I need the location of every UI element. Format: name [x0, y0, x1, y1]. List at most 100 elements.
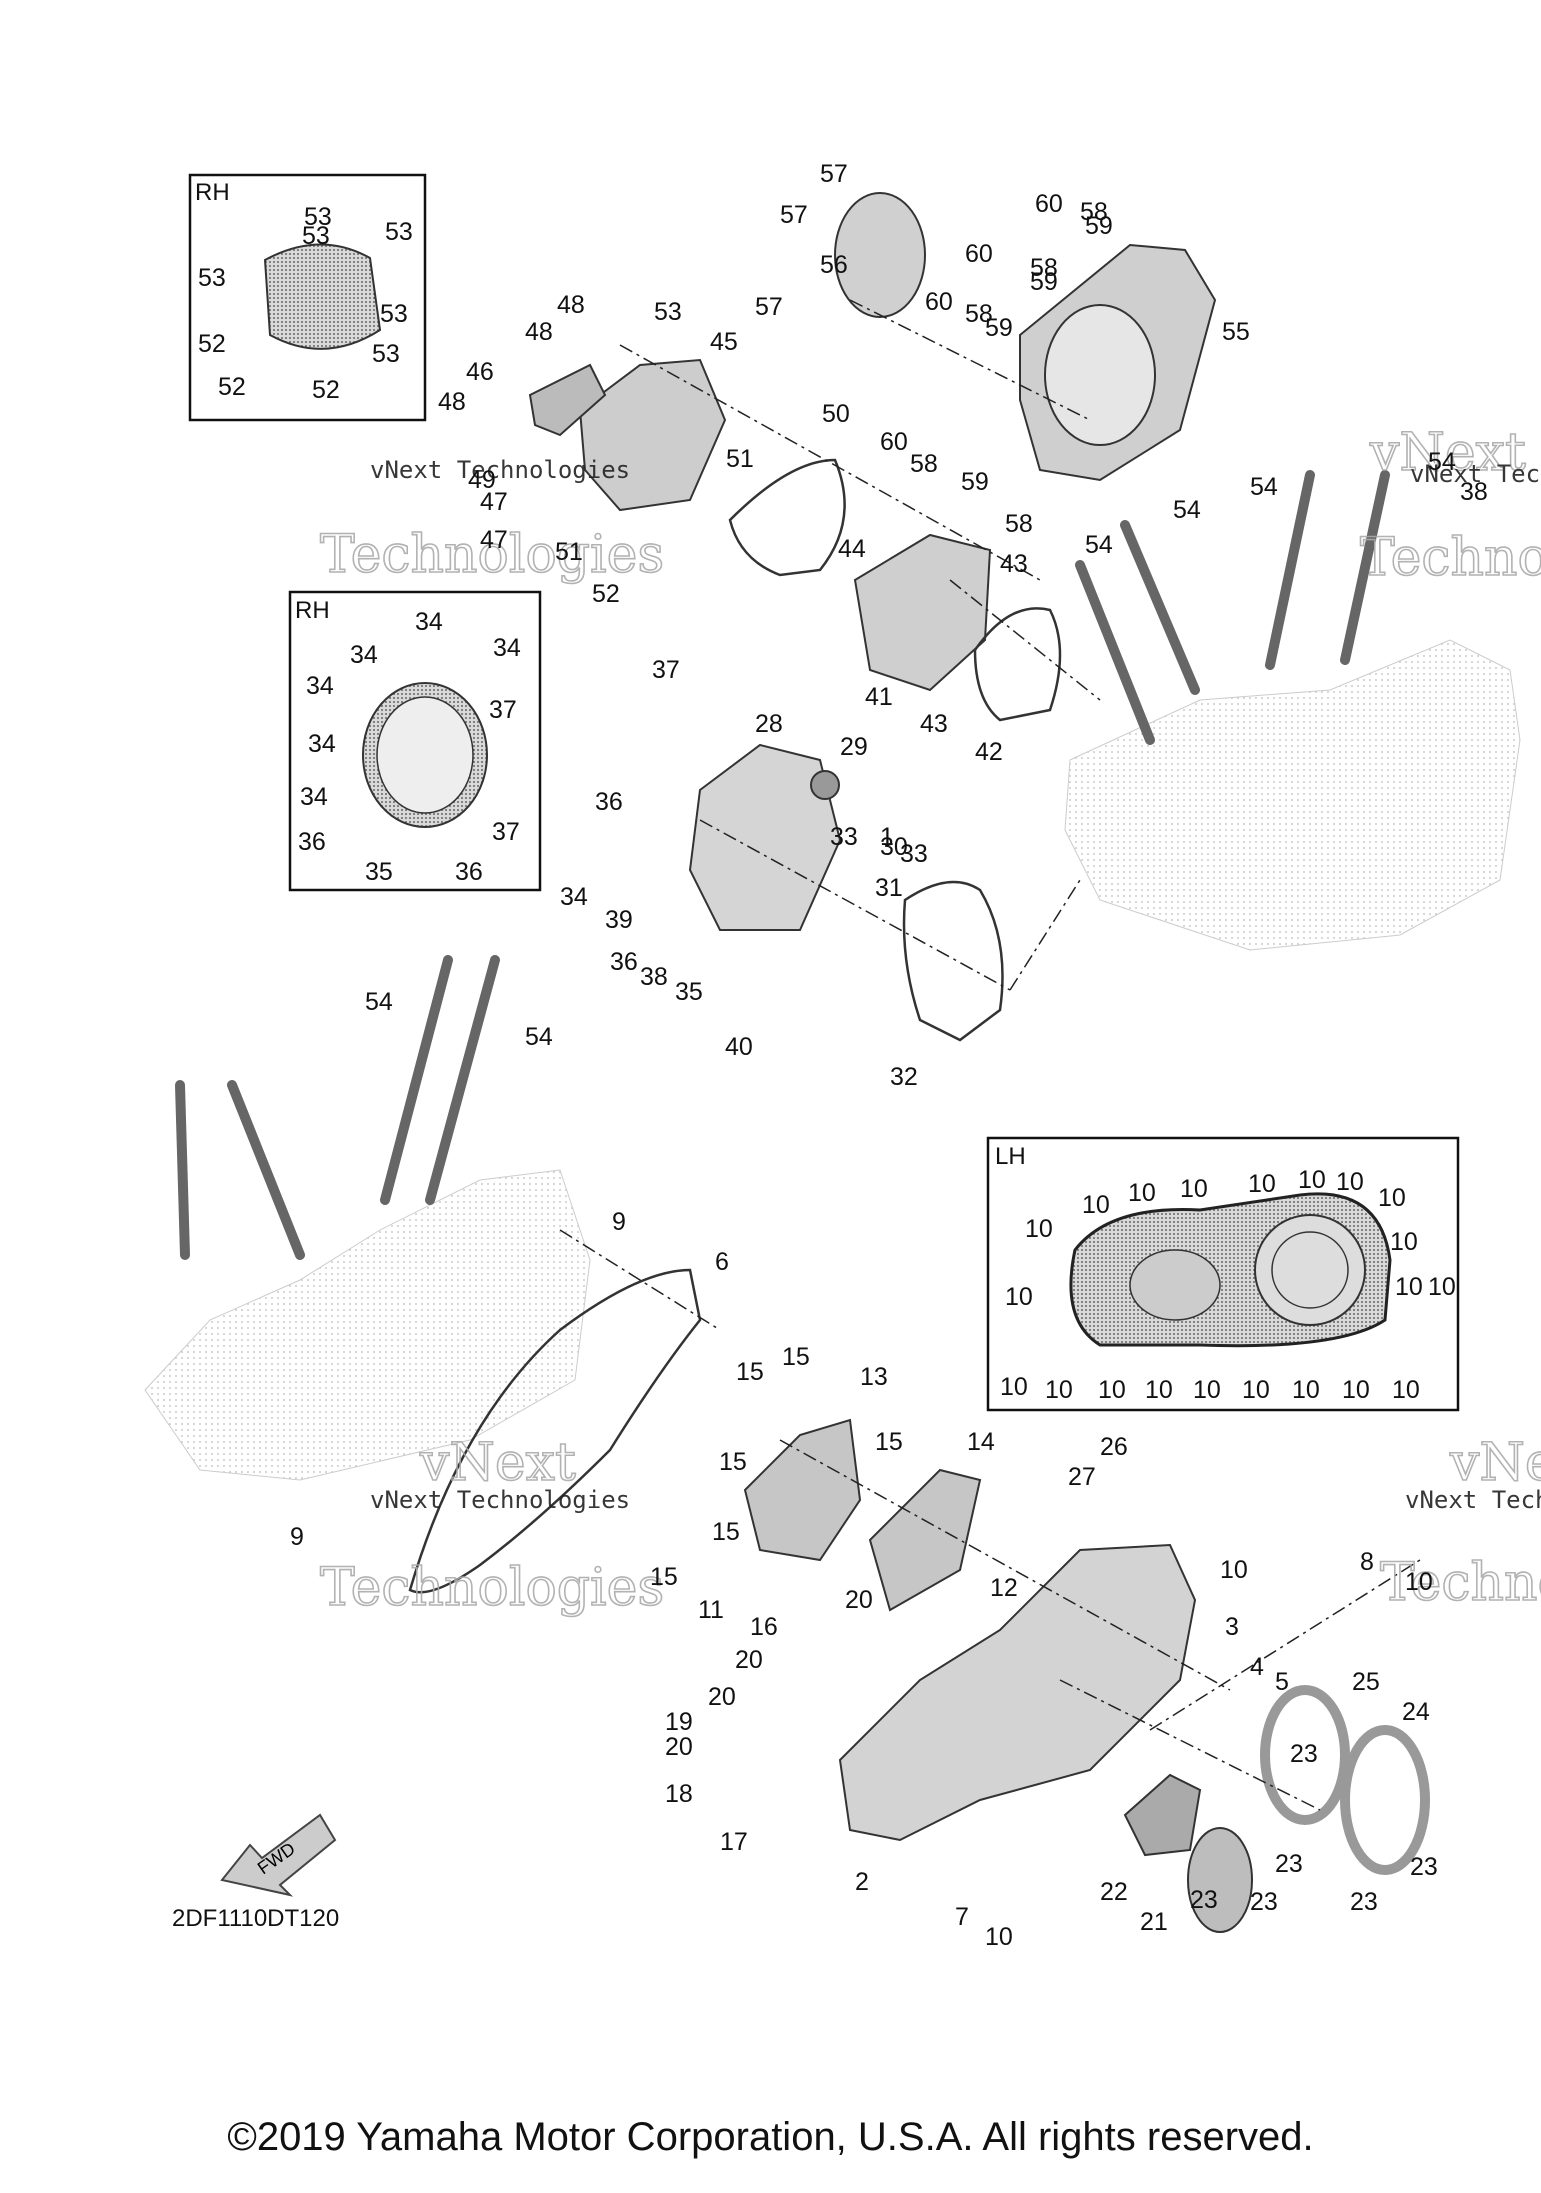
callout-number: 58	[1005, 510, 1033, 538]
callout-number: 18	[665, 1780, 693, 1808]
inset-callout-number: 53	[380, 300, 408, 328]
inset-callout-number: 53	[304, 203, 332, 231]
callout-number: 59	[1085, 212, 1113, 240]
inset-rh-clutch-cover: RH	[288, 590, 542, 892]
inset-title: RH	[295, 597, 330, 624]
callout-number: 59	[961, 468, 989, 496]
inset-callout-number: 10	[1145, 1376, 1173, 1404]
gaskets	[408, 458, 1062, 1594]
watermark-outline: vNext	[1449, 1433, 1541, 1493]
inset-callout-number: 10	[1000, 1373, 1028, 1401]
copyright-notice: ©2019 Yamaha Motor Corporation, U.S.A. A…	[227, 2115, 1314, 2159]
callout-number: 51	[555, 538, 583, 566]
callout-number: 58	[1030, 254, 1058, 282]
inset-callout-number: 10	[1045, 1376, 1073, 1404]
watermarks: vNext Technologies Technologies vNext Te…	[319, 422, 1541, 1619]
watermark-text: vNext Technologies	[1410, 460, 1541, 488]
callout-number: 58	[965, 300, 993, 328]
callout-number: 1	[880, 823, 894, 851]
callout-number: 11	[698, 1596, 724, 1624]
callout-number: 59	[985, 314, 1013, 342]
inset-callout-number: 52	[218, 373, 246, 401]
callout-number: 38	[1460, 478, 1488, 506]
callout-number: 60	[965, 240, 993, 268]
inset-callout-number: 10	[1392, 1376, 1420, 1404]
callout-number: 32	[890, 1063, 918, 1091]
callout-number: 42	[975, 738, 1003, 766]
callout-number: 36	[595, 788, 623, 816]
callout-number: 24	[1402, 1698, 1430, 1726]
callout-number: 54	[1250, 473, 1278, 501]
inset-callout-number: 34	[306, 672, 334, 700]
inset-callout-number: 10	[1248, 1170, 1276, 1198]
callout-number: 4	[1250, 1653, 1264, 1681]
callout-number: 2	[855, 1868, 869, 1896]
callout-number: 54	[1085, 531, 1113, 559]
callout-number: 47	[480, 526, 508, 554]
inset-rh-cover: RH	[188, 173, 427, 422]
inset-callout-number: 36	[455, 858, 483, 886]
callout-number: 35	[675, 978, 703, 1006]
inset-callout-number: 53	[198, 264, 226, 292]
callout-number: 3	[1225, 1613, 1239, 1641]
callout-number: 6	[715, 1248, 729, 1276]
callout-number: 15	[736, 1358, 764, 1386]
callout-number: 46	[466, 358, 494, 386]
callout-number: 56	[820, 251, 848, 279]
inset-callout-number: 53	[385, 218, 413, 246]
inset-callout-number: 10	[1342, 1376, 1370, 1404]
callout-number: 31	[875, 874, 903, 902]
callout-number: 13	[860, 1363, 888, 1391]
callout-number: 38	[640, 963, 668, 991]
callout-number: 23	[1275, 1850, 1303, 1878]
callout-number: 30	[880, 833, 908, 861]
callout-number: 20	[665, 1733, 693, 1761]
crankcase-lower-left	[144, 1169, 591, 1481]
callout-number: 15	[650, 1563, 678, 1591]
callout-number: 33	[900, 840, 928, 868]
callout-number: 23	[1350, 1888, 1378, 1916]
callout-number: 9	[612, 1208, 626, 1236]
inset-callout-number: 52	[312, 376, 340, 404]
callout-number: 43	[1000, 550, 1028, 578]
callout-number: 47	[480, 488, 508, 516]
callout-number: 54	[365, 988, 393, 1016]
inset-callout-number: 10	[1193, 1376, 1221, 1404]
callout-number: 7	[955, 1903, 969, 1931]
callout-number: 59	[1030, 268, 1058, 296]
callout-number: 54	[525, 1023, 553, 1051]
inset-callout-number: 34	[300, 783, 328, 811]
callout-number: 9	[290, 1523, 304, 1551]
callout-number: 20	[708, 1683, 736, 1711]
callout-number: 45	[710, 328, 738, 356]
inset-callout-number: 10	[1395, 1273, 1423, 1301]
callout-number: 60	[925, 288, 953, 316]
callout-number: 15	[875, 1428, 903, 1456]
parts	[528, 192, 1430, 1933]
watermark-outline: Technologies	[320, 1558, 664, 1618]
callout-number: 43	[920, 710, 948, 738]
callout-number: 44	[838, 535, 866, 563]
callout-number: 15	[712, 1518, 740, 1546]
watermark-outline: vNext	[1369, 423, 1526, 483]
callout-number: 58	[910, 450, 938, 478]
fwd-arrow-icon: FWD	[220, 1813, 337, 1897]
callout-number: 34	[560, 883, 588, 911]
watermark-outline: vNext	[419, 1433, 576, 1493]
callout-number: 14	[967, 1428, 995, 1456]
callout-number: 22	[1100, 1878, 1128, 1906]
callout-number: 58	[1080, 198, 1108, 226]
callout-number: 5	[1275, 1668, 1289, 1696]
inset-callout-number: 10	[1242, 1376, 1270, 1404]
inset-callout-number: 34	[415, 608, 443, 636]
inset-callout-number: 10	[1082, 1191, 1110, 1219]
inset-callout-number: 34	[493, 634, 521, 662]
callout-number: 39	[605, 906, 633, 934]
watermark-outline: Technologies	[1380, 1553, 1541, 1613]
inset-callout-number: 37	[492, 818, 520, 846]
watermark-text: vNext Technologies	[1405, 1486, 1541, 1514]
stud-rods	[175, 470, 1390, 1260]
callout-number: 50	[822, 400, 850, 428]
